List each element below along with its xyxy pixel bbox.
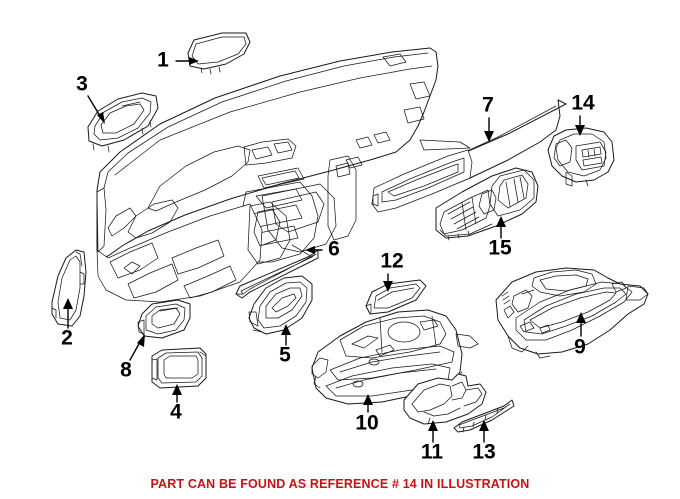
callout-number-4: 4: [170, 401, 182, 424]
callout-numbers: 1 2 3 4 5 6 7 8 9 10 11 12 13 14 15: [61, 49, 595, 464]
part-3-speaker-grille-trim: [87, 92, 159, 153]
part-8-angled-trim-bracket: [137, 299, 191, 339]
callout-number-5: 5: [279, 344, 291, 367]
callout-number-8: 8: [120, 359, 132, 382]
part-15-center-air-vent: [435, 167, 539, 241]
instrument-panel-main-body: [96, 47, 439, 303]
part-12-wedge-trim-piece: [365, 279, 427, 315]
callout-number-12: 12: [380, 250, 403, 273]
part-10-lower-dash-support-panel: [311, 309, 479, 405]
callout-number-2: 2: [61, 327, 73, 350]
callout-number-1: 1: [157, 49, 169, 72]
part-14-side-air-vent: [547, 127, 615, 187]
part-11-knee-bolster-bracket: [403, 373, 487, 425]
callout-number-15: 15: [488, 237, 512, 260]
part-13-trim-retainer-strip: [453, 399, 515, 433]
callout-number-3: 3: [76, 73, 88, 96]
part-5-oval-trim-bezel: [248, 275, 313, 335]
part-7-decorative-dash-trim-strip: [371, 99, 567, 213]
callout-number-14: 14: [571, 92, 595, 115]
callout-leaders: [63, 57, 586, 443]
callout-number-13: 13: [472, 441, 495, 464]
callout-number-6: 6: [328, 238, 340, 261]
callout-number-10: 10: [355, 412, 378, 435]
part-4-lower-bezel-pocket: [151, 347, 207, 389]
part-2-a-pillar-side-trim-panel: [51, 249, 87, 327]
callout-number-9: 9: [574, 336, 586, 359]
callout-number-11: 11: [421, 441, 444, 464]
part-9-glove-box-assembly: [495, 267, 649, 359]
reference-caption: PART CAN BE FOUND AS REFERENCE # 14 IN I…: [150, 477, 530, 491]
part-6-long-dash-trim-strip: [235, 249, 319, 299]
part-1-upper-dash-trim-cover: [187, 32, 251, 75]
callout-number-7: 7: [482, 94, 494, 117]
